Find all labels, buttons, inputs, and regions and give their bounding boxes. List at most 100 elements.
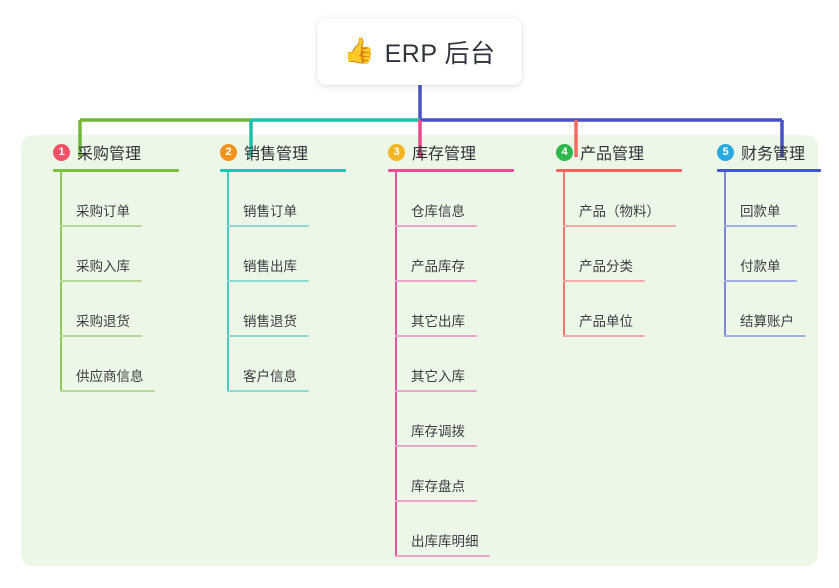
module-item-label: 库存调拨 bbox=[411, 424, 465, 440]
module-item[interactable]: 产品单位 bbox=[556, 282, 692, 337]
module-item-label: 产品（物料） bbox=[579, 204, 660, 220]
module-item-rule bbox=[395, 555, 490, 557]
module-header-3[interactable]: 3 库存管理 bbox=[372, 135, 524, 169]
module-item-rule bbox=[563, 335, 645, 337]
module-item-rule bbox=[227, 335, 309, 337]
module-item-label: 销售退货 bbox=[243, 314, 297, 330]
module-badge-4: 4 bbox=[556, 143, 573, 161]
module-badge-3: 3 bbox=[388, 143, 405, 161]
module-item[interactable]: 采购入库 bbox=[53, 227, 189, 282]
modules-panel bbox=[21, 135, 818, 566]
module-spine-1 bbox=[60, 172, 62, 392]
module-title-3: 库存管理 bbox=[412, 146, 477, 163]
module-item-rule bbox=[395, 500, 477, 502]
module-item-label: 产品单位 bbox=[579, 314, 633, 330]
module-item-label: 库存盘点 bbox=[411, 479, 465, 495]
module-item[interactable]: 供应商信息 bbox=[53, 337, 189, 392]
module-title-2: 销售管理 bbox=[244, 146, 309, 163]
module-item[interactable]: 库存盘点 bbox=[388, 447, 524, 502]
module-item[interactable]: 付款单 bbox=[717, 227, 831, 282]
module-item[interactable]: 出库库明细 bbox=[388, 502, 524, 557]
module-item[interactable]: 库存调拨 bbox=[388, 392, 524, 447]
module-item-rule bbox=[227, 225, 309, 227]
module-header-rule-1 bbox=[53, 169, 179, 172]
module-item[interactable]: 采购订单 bbox=[53, 172, 189, 227]
root-node-title: ERP 后台 bbox=[384, 39, 496, 68]
module-column-3: 3 库存管理仓库信息产品库存其它出库其它入库库存调拨库存盘点出库库明细 bbox=[372, 135, 524, 557]
module-badge-5: 5 bbox=[717, 143, 734, 161]
module-item-rule bbox=[395, 335, 477, 337]
module-item-label: 产品库存 bbox=[411, 259, 465, 275]
module-column-2: 2 销售管理销售订单销售出库销售退货客户信息 bbox=[204, 135, 356, 392]
module-title-1: 采购管理 bbox=[77, 146, 142, 163]
module-item-label: 采购退货 bbox=[76, 314, 130, 330]
module-item-rule bbox=[724, 225, 797, 227]
thumbs-up-icon: 👍 bbox=[343, 37, 375, 65]
module-header-2[interactable]: 2 销售管理 bbox=[204, 135, 356, 169]
module-item-list-1: 采购订单采购入库采购退货供应商信息 bbox=[53, 172, 189, 392]
module-item[interactable]: 结算账户 bbox=[717, 282, 831, 337]
module-item[interactable]: 销售出库 bbox=[220, 227, 356, 282]
module-item-label: 出库库明细 bbox=[411, 534, 479, 550]
module-spine-4 bbox=[563, 172, 565, 337]
module-item[interactable]: 采购退货 bbox=[53, 282, 189, 337]
module-item-rule bbox=[395, 445, 477, 447]
module-item-rule bbox=[60, 390, 155, 392]
module-item-rule bbox=[563, 280, 645, 282]
module-item[interactable]: 销售退货 bbox=[220, 282, 356, 337]
module-spine-3 bbox=[395, 172, 397, 557]
module-item-label: 销售出库 bbox=[243, 259, 297, 275]
module-item-list-2: 销售订单销售出库销售退货客户信息 bbox=[220, 172, 356, 392]
module-spine-2 bbox=[227, 172, 229, 392]
module-item[interactable]: 产品分类 bbox=[556, 227, 692, 282]
module-item-label: 客户信息 bbox=[243, 369, 297, 385]
module-item-label: 供应商信息 bbox=[76, 369, 144, 385]
module-badge-1: 1 bbox=[53, 143, 70, 161]
module-item-rule bbox=[563, 225, 676, 227]
module-item[interactable]: 销售订单 bbox=[220, 172, 356, 227]
module-item-list-4: 产品（物料） 产品分类产品单位 bbox=[556, 172, 692, 337]
module-item[interactable]: 产品库存 bbox=[388, 227, 524, 282]
module-column-1: 1 采购管理采购订单采购入库采购退货供应商信息 bbox=[37, 135, 189, 392]
module-item-list-3: 仓库信息产品库存其它出库其它入库库存调拨库存盘点出库库明细 bbox=[388, 172, 524, 557]
module-item-list-5: 回款单付款单结算账户 bbox=[717, 172, 831, 337]
module-item-rule bbox=[227, 390, 309, 392]
module-columns: 1 采购管理采购订单采购入库采购退货供应商信息 2 销售管理销售订单销售出库销售退货客… bbox=[21, 135, 821, 566]
module-item-rule bbox=[724, 280, 797, 282]
module-title-5: 财务管理 bbox=[741, 146, 806, 163]
module-item-label: 采购入库 bbox=[76, 259, 130, 275]
module-item-label: 仓库信息 bbox=[411, 204, 465, 220]
module-item-label: 付款单 bbox=[740, 259, 781, 275]
module-header-5[interactable]: 5 财务管理 bbox=[701, 135, 831, 169]
module-item-label: 销售订单 bbox=[243, 204, 297, 220]
module-header-rule-5 bbox=[717, 169, 821, 172]
module-column-5: 5 财务管理回款单付款单结算账户 bbox=[701, 135, 831, 337]
module-item-label: 结算账户 bbox=[740, 314, 794, 330]
module-item[interactable]: 回款单 bbox=[717, 172, 831, 227]
module-item-label: 采购订单 bbox=[76, 204, 130, 220]
module-item[interactable]: 产品（物料） bbox=[556, 172, 692, 227]
module-item-rule bbox=[60, 225, 142, 227]
module-item-rule bbox=[227, 280, 309, 282]
module-item[interactable]: 其它入库 bbox=[388, 337, 524, 392]
module-item-rule bbox=[60, 335, 142, 337]
module-item-rule bbox=[395, 280, 477, 282]
module-header-rule-3 bbox=[388, 169, 514, 172]
module-header-rule-4 bbox=[556, 169, 682, 172]
module-item-rule bbox=[60, 280, 142, 282]
module-badge-2: 2 bbox=[220, 143, 237, 161]
root-node-card[interactable]: 👍 ERP 后台 bbox=[317, 18, 522, 85]
module-item-rule bbox=[724, 335, 806, 337]
module-item[interactable]: 客户信息 bbox=[220, 337, 356, 392]
module-header-1[interactable]: 1 采购管理 bbox=[37, 135, 189, 169]
module-item[interactable]: 仓库信息 bbox=[388, 172, 524, 227]
module-item-rule bbox=[395, 225, 477, 227]
module-item-label: 其它入库 bbox=[411, 369, 465, 385]
module-item[interactable]: 其它出库 bbox=[388, 282, 524, 337]
module-header-rule-2 bbox=[220, 169, 346, 172]
module-item-label: 其它出库 bbox=[411, 314, 465, 330]
module-item-label: 回款单 bbox=[740, 204, 781, 220]
module-item-rule bbox=[395, 390, 477, 392]
